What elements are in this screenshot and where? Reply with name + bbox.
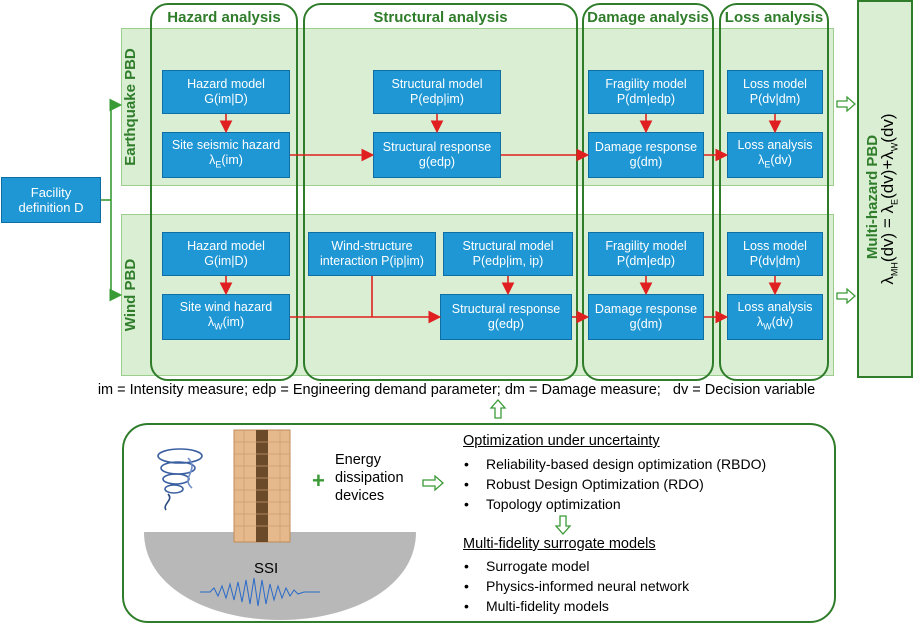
facility-definition-node: Facility definition D — [1, 177, 101, 223]
optimization-item: Reliability-based design optimization (R… — [464, 456, 766, 472]
surrogate-title: Multi-fidelity surrogate models — [463, 536, 656, 552]
eq-flow-arrows — [219, 114, 782, 162]
ssi-label: SSI — [254, 560, 279, 577]
eq-loss-analysis-node: Loss analysis λE(dv) — [727, 132, 823, 178]
wind-site-hazard-node: Site wind hazard λW(im) — [162, 294, 290, 340]
energy-dissipation-label: Energy dissipation devices — [335, 452, 404, 504]
soil-shape — [144, 532, 416, 620]
hazard-stage — [150, 3, 298, 381]
optimization-item: Topology optimization — [464, 496, 621, 512]
eq-site-hazard-node: Site seismic hazard λE(im) — [162, 132, 290, 178]
optimization-item: Robust Design Optimization (RDO) — [464, 476, 704, 492]
plus-sign: + — [312, 468, 325, 493]
facility-connector — [101, 98, 123, 302]
hazard-stage-title: Hazard analysis — [167, 9, 281, 26]
loss-stage — [719, 3, 829, 381]
bottom-panel — [122, 423, 836, 623]
damage-stage-title: Damage analysis — [587, 9, 709, 26]
wind-flow-arrows — [219, 276, 782, 324]
damage-stage — [582, 3, 714, 381]
surrogate-item: Physics-informed neural network — [464, 578, 689, 594]
multi-hazard-box — [857, 0, 913, 378]
surrogate-item: Multi-fidelity models — [464, 598, 609, 614]
structural-stage — [303, 3, 578, 381]
surrogate-item: Surrogate model — [464, 558, 590, 574]
optimization-title: Optimization under uncertainty — [463, 433, 660, 449]
seismic-wave-icon — [200, 577, 320, 607]
legend-text: im = Intensity measure; edp = Engineerin… — [97, 382, 816, 398]
building-icon — [233, 429, 291, 543]
to-multi-hazard-arrows — [422, 95, 856, 535]
tornado-icon — [157, 448, 203, 511]
structural-stage-title: Structural analysis — [373, 9, 508, 26]
loss-stage-title: Loss analysis — [724, 9, 824, 26]
ssi-illustration — [144, 429, 416, 620]
